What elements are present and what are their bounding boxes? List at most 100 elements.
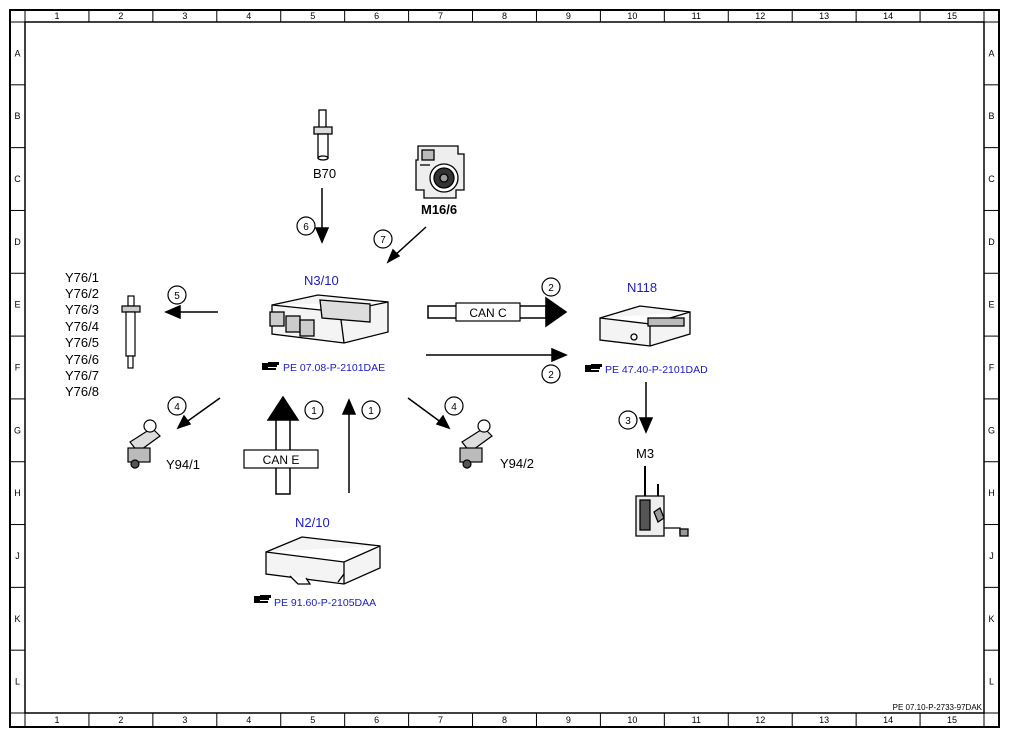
n118-reference-link[interactable]: PE 47.40-P-2101DAD <box>585 364 708 376</box>
y76-label: Y76/1 <box>65 270 99 285</box>
column-number: 8 <box>502 11 507 21</box>
y76-label: Y76/4 <box>65 319 99 334</box>
row-letter: C <box>14 174 21 184</box>
signal-marker-1: 1 <box>368 406 374 417</box>
row-letter: C <box>988 174 995 184</box>
column-number: 2 <box>118 11 123 21</box>
n118-fuel-pump-control-unit-icon <box>599 305 691 347</box>
y76-label: Y76/5 <box>65 335 99 350</box>
row-letter: B <box>14 111 20 121</box>
pointing-hand-icon <box>262 362 279 370</box>
n2-10-reference-link[interactable]: PE 91.60-P-2105DAA <box>254 595 376 609</box>
signal-marker-2: 2 <box>548 283 554 294</box>
row-letter: G <box>988 425 995 435</box>
row-letter: F <box>15 363 21 373</box>
column-number: 3 <box>182 715 187 725</box>
row-letter: E <box>14 300 20 310</box>
y94-2-label: Y94/2 <box>500 456 534 471</box>
column-number: 6 <box>374 715 379 725</box>
column-ruler: 1122334455667788991010111112121313141415… <box>24 10 985 727</box>
column-number: 12 <box>755 715 765 725</box>
column-number: 13 <box>819 715 829 725</box>
n3-10-engine-control-unit-icon <box>269 294 389 344</box>
row-letter: J <box>15 551 20 561</box>
column-number: 9 <box>566 715 571 725</box>
column-number: 1 <box>54 11 59 21</box>
y94-1-quantity-control-valve-icon <box>127 419 161 469</box>
can-e-bus-arrow <box>243 395 319 495</box>
column-number: 4 <box>246 11 251 21</box>
column-number: 14 <box>883 11 893 21</box>
column-number: 8 <box>502 715 507 725</box>
column-number: 5 <box>310 715 315 725</box>
signal-marker-6: 6 <box>303 222 309 233</box>
y76-label: Y76/2 <box>65 286 99 301</box>
column-number: 3 <box>182 11 187 21</box>
signal-marker-5: 5 <box>174 291 180 302</box>
can-c-label: CAN C <box>469 306 507 320</box>
signal-arrows <box>164 188 654 493</box>
column-number: 11 <box>692 11 701 21</box>
signal-marker-2: 2 <box>548 370 554 381</box>
n118-label: N118 <box>627 280 657 295</box>
signal-marker-3: 3 <box>625 416 631 427</box>
y76-label-list: Y76/1 Y76/2 Y76/3 Y76/4 Y76/5 Y76/6 Y76/… <box>65 270 99 399</box>
column-number: 1 <box>54 715 59 725</box>
row-letter: B <box>988 111 994 121</box>
column-number: 15 <box>947 715 957 725</box>
column-number: 5 <box>310 11 315 21</box>
column-number: 13 <box>819 11 829 21</box>
m16-6-label: M16/6 <box>421 202 457 217</box>
y94-2-pressure-regulator-valve-icon <box>459 419 493 469</box>
m3-label: M3 <box>636 446 654 461</box>
row-letter: H <box>14 488 21 498</box>
m16-6-throttle-actuator-icon <box>415 145 465 199</box>
row-letter: A <box>14 48 20 58</box>
column-number: 7 <box>438 11 443 21</box>
n3-10-label: N3/10 <box>304 273 339 288</box>
signal-marker-4: 4 <box>174 402 180 413</box>
n118-reference-text[interactable]: PE 47.40-P-2101DAD <box>605 364 708 376</box>
row-letter: D <box>14 237 21 247</box>
n3-10-reference-text[interactable]: PE 07.08-P-2101DAE <box>283 362 385 374</box>
column-number: 11 <box>692 715 701 725</box>
signal-marker-4: 4 <box>451 402 457 413</box>
column-number: 4 <box>246 715 251 725</box>
pointing-hand-icon <box>254 595 271 603</box>
n2-10-control-unit-icon <box>265 536 381 585</box>
n2-10-reference-text[interactable]: PE 91.60-P-2105DAA <box>274 597 376 609</box>
column-number: 2 <box>118 715 123 725</box>
column-number: 6 <box>374 11 379 21</box>
row-letter: G <box>14 425 21 435</box>
column-number: 10 <box>627 11 637 21</box>
row-letter: F <box>989 363 995 373</box>
column-number: 10 <box>627 715 637 725</box>
row-letter: J <box>989 551 994 561</box>
y76-label: Y76/7 <box>65 368 99 383</box>
column-number: 12 <box>755 11 765 21</box>
m3-fuel-pump-icon <box>635 466 689 537</box>
signal-markers <box>167 216 638 430</box>
column-number: 15 <box>947 11 957 21</box>
can-c-bus-arrow <box>427 296 568 328</box>
row-letter: E <box>988 300 994 310</box>
row-letter: A <box>988 48 994 58</box>
column-number: 9 <box>566 11 571 21</box>
row-letter: K <box>988 614 994 624</box>
n3-10-reference-link[interactable]: PE 07.08-P-2101DAE <box>262 362 385 374</box>
signal-marker-7: 7 <box>380 235 386 246</box>
signal-marker-labels: 6 7 5 2 2 3 4 4 1 1 <box>174 222 631 427</box>
row-letter: H <box>988 488 995 498</box>
b70-crankshaft-sensor-icon <box>313 109 333 161</box>
b70-label: B70 <box>313 166 336 181</box>
document-code: PE 07.10-P-2733-97DAK <box>893 703 983 712</box>
row-letter: D <box>988 237 995 247</box>
y94-1-label: Y94/1 <box>166 457 200 472</box>
pointing-hand-icon <box>585 364 602 372</box>
row-letter: L <box>15 677 20 687</box>
column-number: 14 <box>883 715 893 725</box>
signal-marker-1: 1 <box>311 406 317 417</box>
drawing-frame <box>9 9 1000 728</box>
